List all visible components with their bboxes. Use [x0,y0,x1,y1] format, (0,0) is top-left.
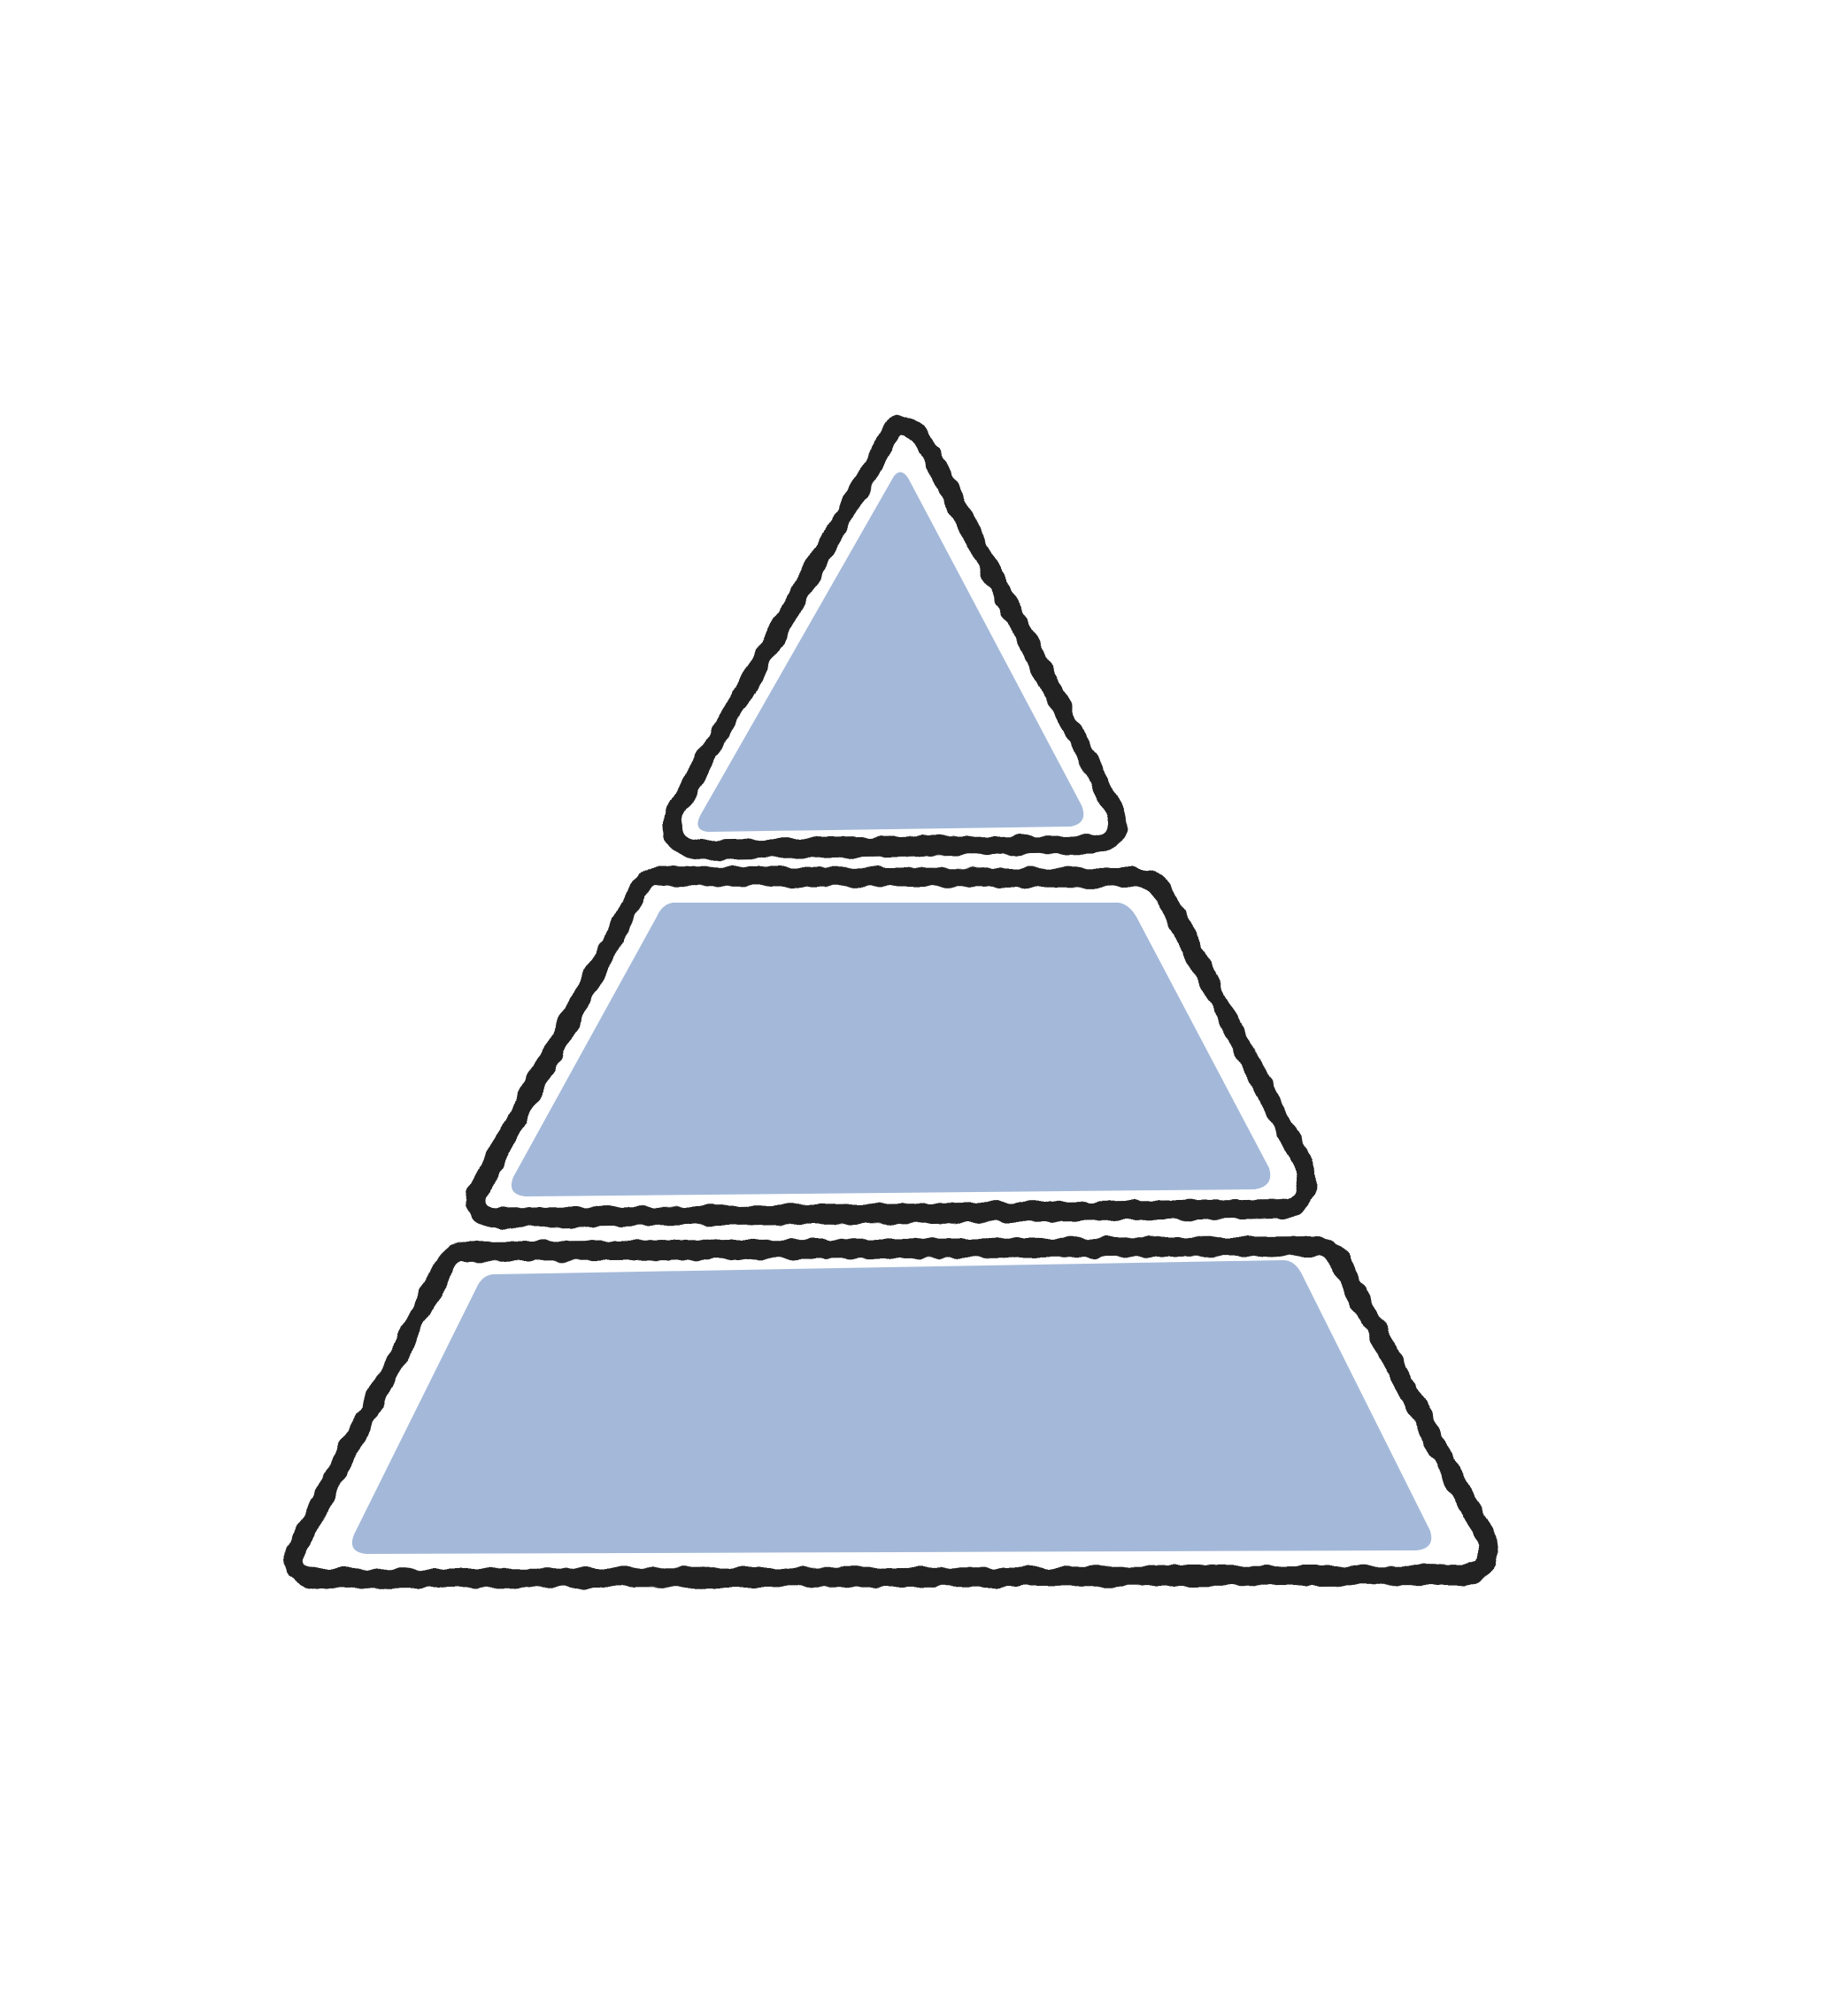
pyramid-tier-middle-outline [466,866,1316,1227]
pyramid-tier-bottom-fill [351,1260,1432,1554]
pyramid-tier-top-fill [697,472,1084,832]
pyramid-tier-bottom [284,1236,1498,1588]
pyramid-tier-middle-fill [511,903,1271,1196]
pyramid-tier-middle [466,866,1316,1227]
pyramid-tier-top [662,416,1128,859]
pyramid-tier-top-outline [662,416,1128,859]
pyramid-tier-bottom-outline [284,1236,1498,1588]
